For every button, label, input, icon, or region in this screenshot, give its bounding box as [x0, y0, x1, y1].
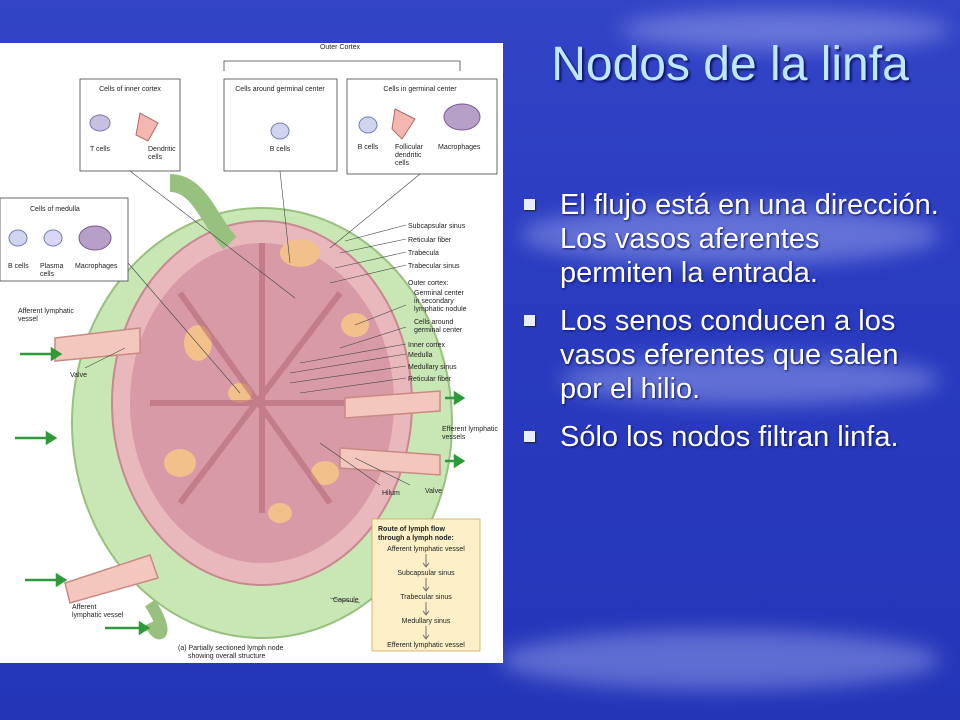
slide-title: Nodos de la linfa [551, 38, 909, 91]
afferent-label-1: Afferent lymphatic [18, 308, 74, 315]
around-germinal-box-title: Cells around germinal center [235, 86, 325, 93]
route-step: Subcapsular sinus [397, 570, 455, 577]
medulla-box-title: Cells of medulla [30, 206, 80, 213]
b-cells-label-1: B cells [270, 146, 291, 153]
cells-around-label-1: Cells around [414, 319, 453, 326]
inner-cortex-box-title: Cells of inner cortex [99, 86, 161, 93]
reticular-fiber-label-2: Reticular fiber [408, 376, 452, 383]
macrophages-label-1: Macrophages [438, 144, 481, 151]
dendritic-label: Dendritic [148, 146, 176, 153]
medulla-label: Medulla [408, 352, 433, 359]
route-arrow-icon [422, 626, 430, 640]
medullary-sinus-label: Medullary sinus [408, 364, 457, 371]
plasma-label-2: cells [40, 271, 55, 278]
route-step: Trabecular sinus [400, 594, 452, 601]
route-title-1: Route of lymph flow [378, 526, 445, 533]
bullet-square-icon [524, 431, 535, 442]
follicular-label: Follicular [395, 144, 424, 151]
t-cells-label: T cells [90, 146, 111, 153]
inner-cortex-label: Inner cortex [408, 342, 445, 349]
dendritic-label-2: cells [148, 154, 163, 161]
bullet-item: Sólo los nodos filtran linfa. [520, 420, 940, 454]
trabecula-label: Trabecula [408, 250, 439, 257]
lymph-node-diagram: Outer Cortex Cells of inner cortex T cel… [0, 43, 503, 663]
follicular-label-3: cells [395, 160, 410, 167]
efferent-label-2: vessels [442, 434, 466, 441]
hilum-label: Hilum [382, 490, 400, 497]
capsule-label: Capsule [333, 597, 359, 604]
afferent-label-1b: vessel [18, 316, 38, 323]
b-cells-label-2: B cells [358, 144, 379, 151]
valve-left-label: Valve [70, 372, 87, 379]
bullet-square-icon [524, 199, 535, 210]
route-step: Medullary sinus [402, 618, 451, 625]
bullet-item: El flujo está en una dirección. Los vaso… [520, 188, 940, 290]
caption-line-1: (a) Partially sectioned lymph node [178, 645, 284, 652]
route-step: Efferent lymphatic vessel [387, 642, 465, 649]
germinal-label-2: in secondary [414, 298, 454, 305]
trabecular-sinus-label: Trabecular sinus [408, 263, 460, 270]
valve-right-label: Valve [425, 488, 442, 495]
bullet-square-icon [524, 315, 535, 326]
leader-lines [84, 170, 421, 604]
bullet-list: El flujo está en una dirección. Los vaso… [520, 188, 940, 468]
reticular-fiber-label: Reticular fiber [408, 237, 452, 244]
efferent-label-1: Efferent lymphatic [442, 426, 498, 433]
outer-cortex-colon-label: Outer cortex: [408, 280, 449, 287]
trabeculae [150, 243, 380, 513]
follicular-label-2: dendritic [395, 152, 422, 159]
route-arrow-icon [422, 554, 430, 568]
lymphatic-vessels [54, 327, 441, 604]
flow-arrows [15, 346, 466, 636]
route-title-2: through a lymph node: [378, 535, 454, 542]
subcapsular-sinus-label: Subcapsular sinus [408, 223, 466, 230]
plasma-label: Plasma [40, 263, 63, 270]
germinal-label-3: lymphatic nodule [414, 306, 467, 313]
outer-cortex-label: Outer Cortex [320, 44, 361, 51]
caption-line-2: showing overall structure [188, 653, 266, 660]
route-step: Afferent lymphatic vessel [387, 546, 465, 553]
route-arrow-icon [422, 578, 430, 592]
cells-around-label-2: germinal center [414, 327, 463, 334]
afferent-label-2b: lymphatic vessel [72, 612, 124, 619]
route-arrow-icon [422, 602, 430, 616]
afferent-label-2: Afferent [72, 604, 96, 611]
in-germinal-box-title: Cells in germinal center [383, 86, 457, 93]
bullet-item: Los senos conducen a los vasos eferentes… [520, 304, 940, 406]
germinal-label-1: Germinal center [414, 290, 464, 297]
macrophages-label-2: Macrophages [75, 263, 118, 270]
b-cells-label-3: B cells [8, 263, 29, 270]
